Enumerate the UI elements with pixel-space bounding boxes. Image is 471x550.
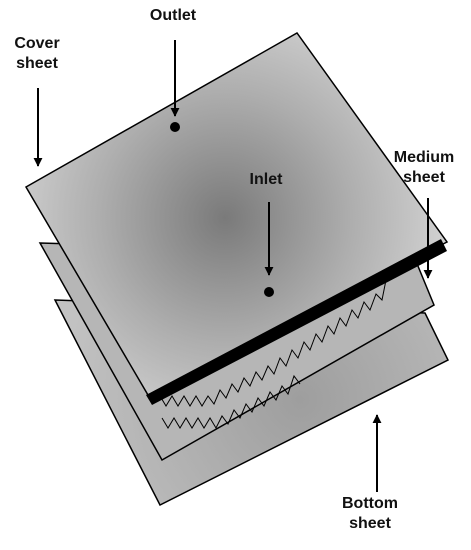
- flow-channel-zigzag: [159, 279, 387, 407]
- label-medium-line2: sheet: [403, 169, 445, 186]
- label-cover-sheet: Cover sheet: [0, 34, 74, 74]
- label-bottom-sheet: Bottom sheet: [330, 494, 410, 534]
- sealing-edge-band: [146, 239, 447, 405]
- label-bottom-line2: sheet: [349, 515, 391, 532]
- flow-channel-zigzag-lower: [161, 374, 301, 430]
- label-bottom-line1: Bottom: [342, 495, 398, 512]
- label-cover-line2: sheet: [16, 55, 58, 72]
- cover-sheet: [24, 32, 449, 396]
- label-outlet: Outlet: [149, 7, 197, 24]
- label-medium-sheet: Medium sheet: [378, 148, 470, 188]
- inlet-port-dot: [264, 287, 274, 297]
- label-cover-line1: Cover: [14, 35, 60, 52]
- label-medium-line1: Medium: [393, 149, 455, 166]
- outlet-port-dot: [170, 122, 180, 132]
- label-inlet: Inlet: [249, 171, 283, 188]
